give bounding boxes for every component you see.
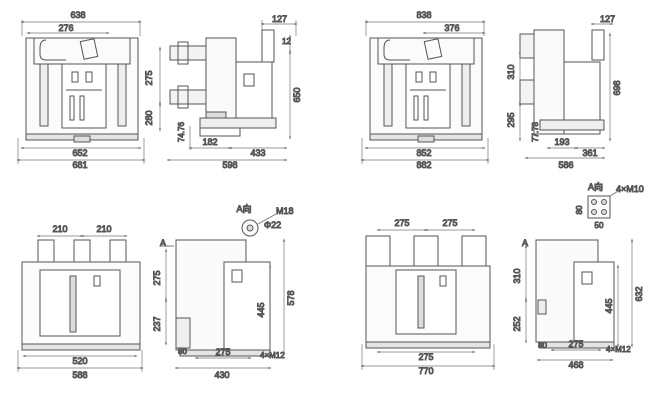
left-rail — [39, 63, 49, 127]
dimension-label: Φ22 — [264, 220, 281, 230]
dimension-label: 430 — [214, 370, 229, 380]
top-bracket — [261, 29, 275, 63]
view-front-top-left: 638 276 652 681 — [16, 10, 146, 171]
view-front-bottom-right: 275 275 275 770 — [360, 218, 496, 377]
dimension-label: 275 — [152, 270, 162, 285]
view-front-bottom-left: 210 210 520 588 — [16, 224, 144, 381]
view-front-top-right: 838 376 852 882 — [360, 10, 490, 171]
view-side-bottom-left: A 275 237 445 578 80 275 430 4×M12 — [152, 238, 297, 381]
dimension-label: 310 — [506, 64, 516, 79]
dimension-label: 376 — [444, 23, 459, 33]
dimension-label: 852 — [416, 148, 431, 158]
pole-column — [205, 37, 237, 119]
dimension-label: 127 — [272, 14, 287, 24]
wheel-block — [73, 135, 91, 143]
dimension-label: 295 — [506, 112, 516, 127]
dimension-label: 598 — [222, 160, 237, 170]
dimension-label: 210 — [96, 224, 111, 234]
view-side-top-left: 127 12 275 280 650 74.76 182 433 598 — [144, 14, 303, 171]
dimension-label: 588 — [72, 370, 87, 380]
indicator-window — [71, 71, 79, 83]
dimension-label: 882 — [416, 160, 431, 170]
dimension-label: A — [160, 238, 166, 248]
detail-a-bottom-left: A向 M18 Φ22 — [236, 203, 294, 237]
dimension-label: 698 — [612, 80, 622, 95]
dimension-label: 80 — [575, 205, 584, 214]
dimension-label: 361 — [582, 148, 597, 158]
dimension-label: 182 — [202, 137, 217, 147]
right-rail — [117, 63, 127, 127]
dimension-label: 310 — [512, 268, 522, 283]
contact-arm — [79, 38, 99, 60]
dimension-label: 275 — [215, 347, 230, 357]
dimension-label: 275 — [442, 218, 457, 228]
dimension-label: 838 — [416, 10, 431, 20]
dimension-label: 445 — [256, 302, 266, 317]
dimension-label: 586 — [558, 160, 573, 170]
dimension-label: A向 — [588, 181, 603, 192]
dimension-label: 445 — [604, 298, 614, 313]
dimension-label: 210 — [52, 224, 67, 234]
view-side-top-right: 127 310 295 698 77.78 193 361 586 — [506, 14, 623, 171]
dimension-label: 275 — [418, 352, 433, 362]
dimension-label: M18 — [276, 206, 294, 216]
dimension-label: 770 — [418, 366, 433, 376]
dimension-label: 50 — [595, 221, 604, 230]
dimension-label: 275 — [394, 218, 409, 228]
dimension-label: 650 — [292, 87, 302, 102]
dimension-label: 77.78 — [531, 121, 540, 142]
dimension-label: 4×M10 — [616, 184, 644, 194]
busbar-hook — [39, 39, 66, 61]
dimension-label: A — [522, 238, 528, 248]
mechanism-box — [235, 61, 273, 127]
view-side-bottom-right: A 310 252 445 632 80 275 468 4×M12 — [512, 238, 645, 371]
dimension-label: 127 — [600, 14, 615, 24]
dimension-label: 275 — [144, 70, 154, 85]
dimension-label: 433 — [250, 148, 265, 158]
dimension-label: 468 — [568, 360, 583, 370]
dimension-label: 80 — [538, 341, 547, 350]
dim-front-overall: 681 — [72, 160, 87, 170]
dimension-label: 237 — [152, 316, 162, 331]
dimension-label: 80 — [178, 347, 187, 356]
dimension-label: 280 — [144, 110, 154, 125]
dimension-label: 74.76 — [177, 121, 186, 142]
dimension-label: 275 — [568, 339, 583, 349]
dimension-label: 193 — [554, 137, 569, 147]
dimension-label: 252 — [512, 316, 522, 331]
dimension-label: 578 — [286, 290, 296, 305]
dimension-label: 520 — [72, 356, 87, 366]
base-frame — [199, 117, 277, 129]
dim-front-base: 652 — [72, 148, 87, 158]
dimension-label: 4×M12 — [606, 345, 631, 354]
dim-front-half: 276 — [58, 23, 73, 33]
detail-a-bottom-right: A向 4×M10 80 50 — [575, 181, 645, 231]
dimension-label: 12 — [282, 37, 291, 46]
dim-front-width: 638 — [70, 10, 85, 20]
dimension-label: 4×M12 — [260, 351, 285, 360]
dimension-label: A向 — [236, 203, 251, 214]
dimension-lines — [16, 20, 146, 164]
dimension-label: 632 — [634, 286, 644, 301]
